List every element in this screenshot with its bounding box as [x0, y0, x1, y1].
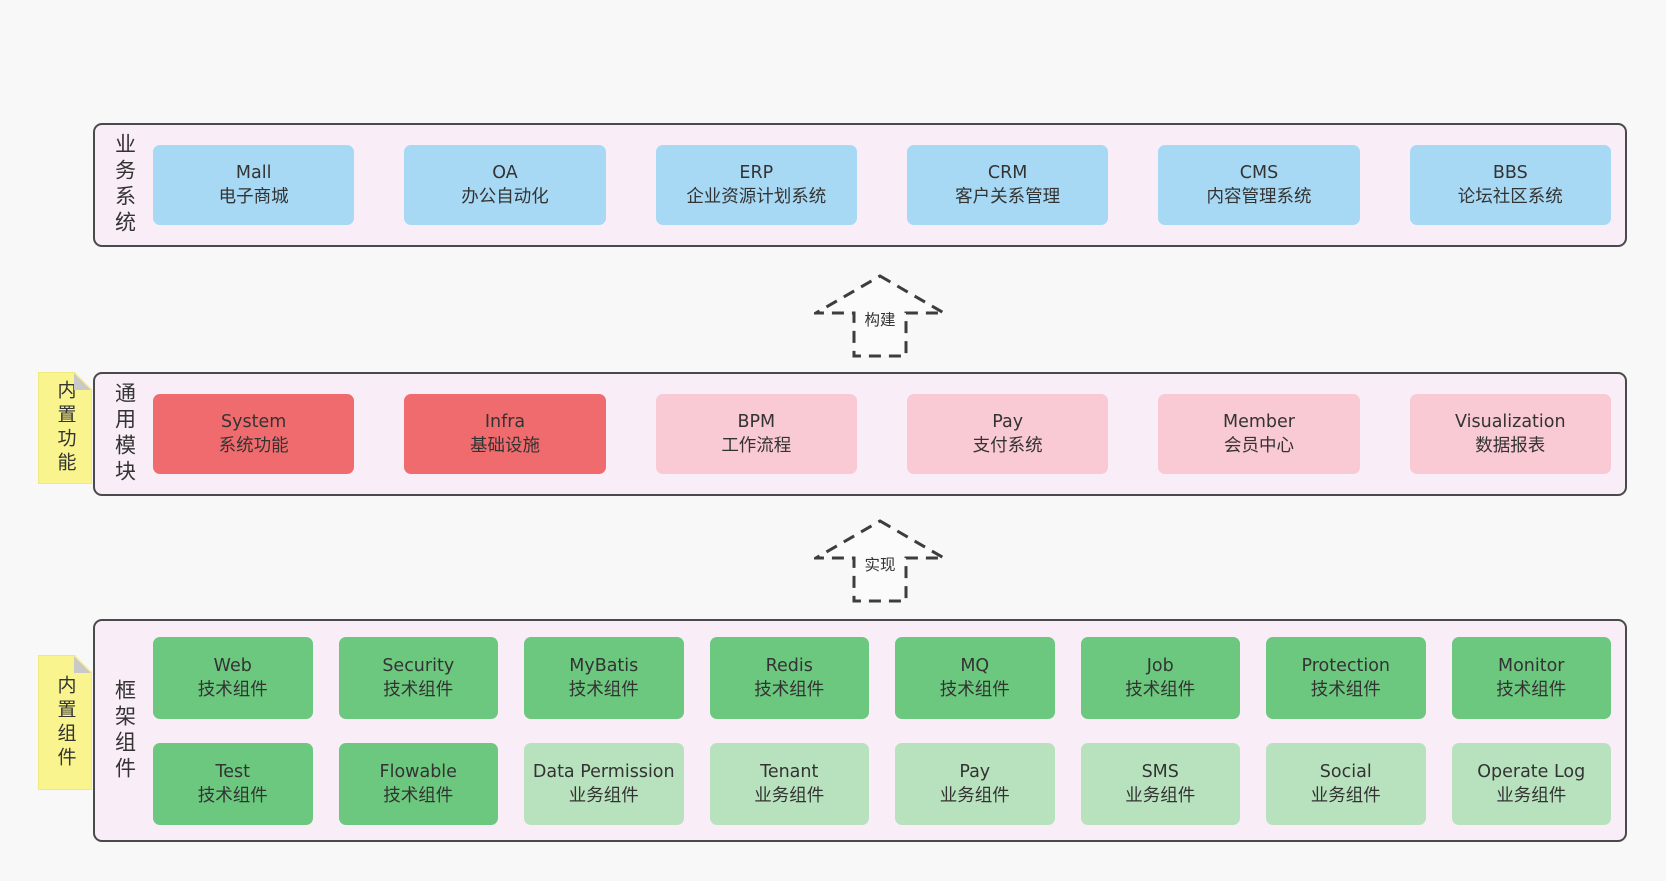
sticky-note-built-in-components: 内置组件 — [38, 655, 92, 790]
implement-arrow: 实现 — [814, 519, 946, 603]
business-systems-label: 业务系统 — [112, 133, 137, 237]
sticky-note-built-in-features: 内置功能 — [38, 372, 92, 484]
folded-corner-icon — [74, 656, 91, 673]
build-arrow: 构建 — [814, 274, 946, 358]
build-arrow-label: 构建 — [859, 308, 901, 330]
implement-arrow-label: 实现 — [859, 553, 901, 575]
folded-corner-icon — [74, 373, 91, 390]
common-modules-label: 通用模块 — [112, 382, 137, 486]
framework-components-label: 框架组件 — [112, 678, 137, 783]
